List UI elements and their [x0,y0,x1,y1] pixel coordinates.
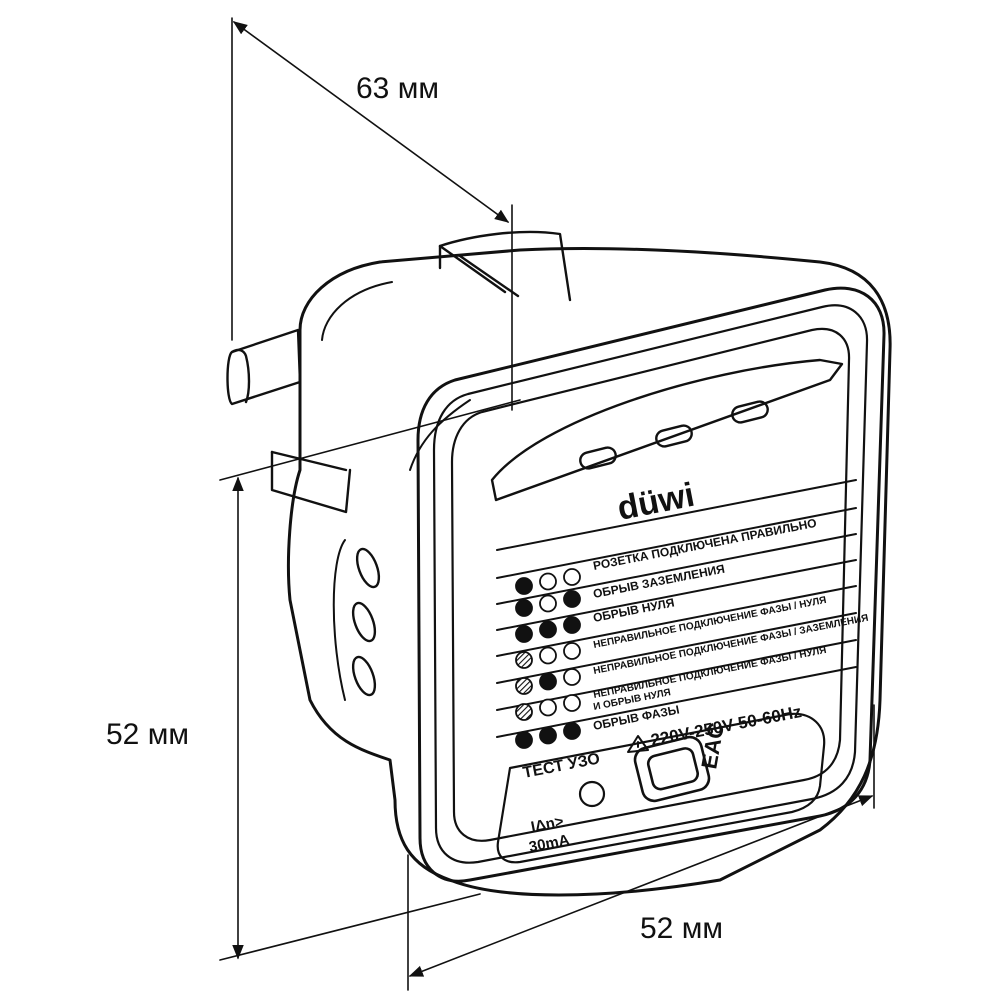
led-dot-hatched [515,703,533,721]
rcd-test-label: ТЕСТ УЗО [522,750,602,782]
legend-separators [496,479,857,738]
legend-list: РОЗЕТКА ПОДКЛЮЧЕНА ПРАВИЛЬНО ОБРЫВ ЗАЗЕМ… [592,516,869,733]
led-dot-filled [515,599,533,617]
rcd-test-button[interactable] [632,735,711,804]
legend-item: ОБРЫВ НУЛЯ [592,595,676,624]
led-dot-filled [515,731,533,749]
plug-pins [226,230,572,514]
width-dimension-label: 52 мм [640,912,723,945]
led-dot-hatched [515,651,533,669]
led-windows [579,400,769,470]
indicator-lamp [578,780,606,808]
led-dot-empty [539,572,557,591]
led-dot-filled [563,616,581,634]
led-dot-filled [539,726,557,745]
led-dot-empty [539,646,557,665]
led-dot-hatched [515,677,533,695]
led-dot-filled [539,672,557,691]
side-vents [351,547,381,697]
dimension-lines [219,17,875,991]
led-dot-filled [515,625,533,643]
led-dot-empty [563,668,581,686]
led-dot-filled [563,590,581,608]
brand-logo: düwi [614,476,697,528]
led-dot-filled [515,577,533,595]
led-dot-filled [563,722,581,740]
led-dot-filled [539,620,557,639]
depth-dimension-label: 63 мм [356,72,439,105]
led-dot-empty [563,694,581,712]
led-dot-empty [539,698,557,717]
led-dot-empty [563,568,581,586]
height-dimension-label: 52 мм [106,718,189,751]
led-indicators [515,568,581,749]
led-dot-empty [539,594,557,613]
led-dot-empty [563,642,581,660]
